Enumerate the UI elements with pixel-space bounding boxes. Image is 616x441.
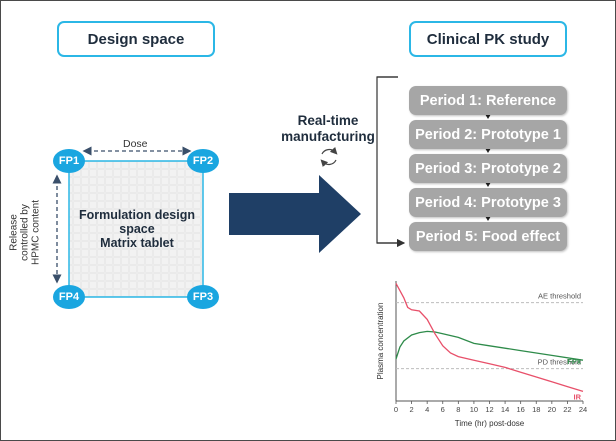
period-2-box: Period 2: Prototype 1 [409,120,567,149]
cycle-arrows-icon [320,146,338,168]
x-axis-label: Time (hr) post-dose [455,419,525,428]
corner-fp2: FP2 [187,149,219,173]
series-line-ir [395,283,584,393]
x-tick-label: 16 [516,405,524,414]
x-tick-label: 8 [456,405,460,414]
corner-fp1: FP1 [53,149,85,173]
period-connectors [485,114,491,221]
threshold-label: AE threshold [538,292,581,301]
period-4-box: Period 4: Prototype 3 [409,188,567,217]
x-tick-label: 10 [470,405,478,414]
series-line-fpx [395,330,584,361]
formulation-label: Formulation design space Matrix tablet [79,208,195,250]
dose-label: Dose [123,138,148,150]
x-tick-label: 2 [409,405,413,414]
x-tick-label: 24 [579,405,587,414]
clinical-pk-header: Clinical PK study [409,21,567,57]
design-space-header: Design space [57,21,215,57]
realtime-label: Real-time manufacturing [281,113,375,144]
period-1-box: Period 1: Reference [409,86,567,115]
x-tick-label: 0 [394,405,398,414]
design-space-header-label: Design space [87,30,185,48]
x-tick-label: 18 [532,405,540,414]
period-bracket [376,76,398,244]
release-label: Release controlled by HPMC content [8,199,42,266]
formulation-design-space-square [68,160,204,298]
x-tick-label: 14 [501,405,509,414]
series-label-fpx: FPx [567,357,582,366]
x-tick-label: 20 [548,405,556,414]
period-3-box: Period 3: Prototype 2 [409,154,567,183]
x-tick-label: 22 [563,405,571,414]
corner-fp3: FP3 [187,285,219,309]
big-right-arrow [229,175,361,253]
x-tick-label: 4 [425,405,429,414]
x-tick-label: 12 [485,405,493,414]
corner-fp4: FP4 [53,285,85,309]
x-tick-label: 6 [441,405,445,414]
threshold-label: PD threshold [538,358,581,367]
period-5-box: Period 5: Food effect [409,222,567,251]
y-axis-label: Plasma concentration [376,303,385,380]
series-label-ir: IR [574,392,582,401]
clinical-pk-header-label: Clinical PK study [426,30,550,48]
